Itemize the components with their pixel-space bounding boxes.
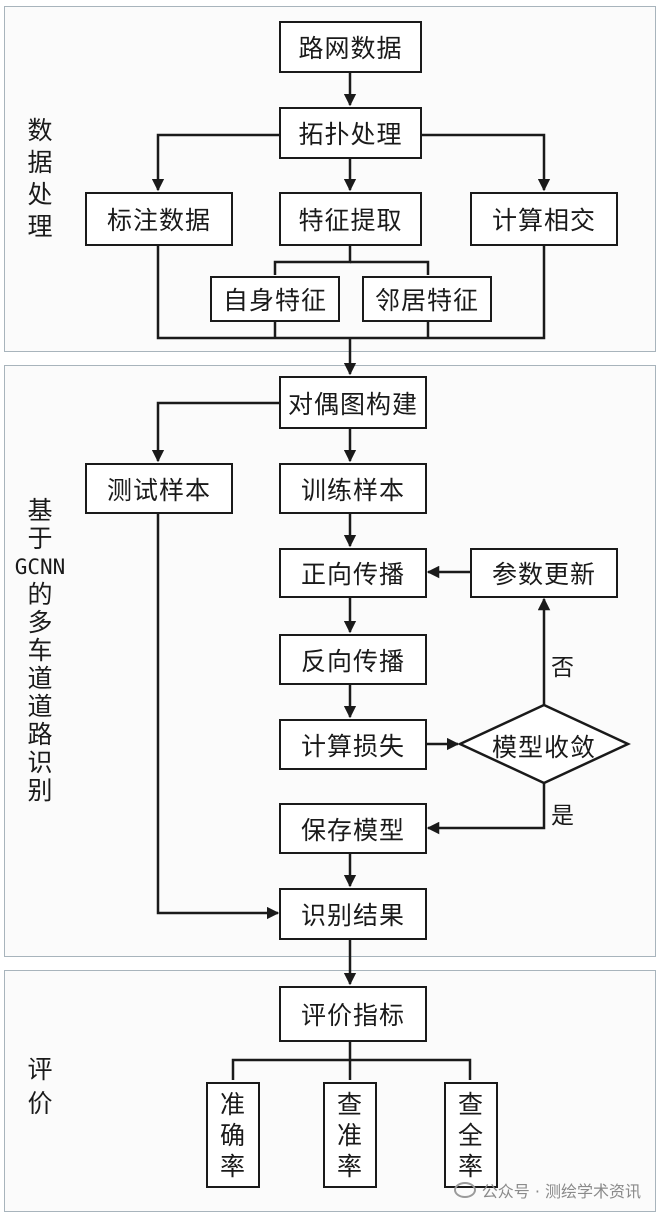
watermark-text: 公众号 · 测绘学术资讯 [481,1182,641,1201]
section-label-char: 路 [27,720,53,749]
node-result: 识别结果 [279,888,427,940]
section-label-char: 评 [27,1055,53,1084]
metric-char: 率 [219,1151,246,1181]
edge-label-yes: 是 [551,803,574,829]
node-recall: 查全率 [444,1082,498,1188]
node-save-model: 保存模型 [279,803,427,854]
section-label-char: 的 [27,580,53,609]
node-neighbor-feature: 邻居特征 [362,276,492,322]
watermark: 公众号 · 测绘学术资讯 [453,1178,641,1202]
section-label-char: 据 [27,148,53,177]
node-compute-loss: 计算损失 [279,719,427,770]
node-dual-graph: 对偶图构建 [279,376,427,429]
metric-char: 确 [219,1120,246,1150]
node-road-data: 路网数据 [279,21,422,73]
node-eval-index: 评价指标 [279,986,427,1042]
metric-char: 率 [336,1151,363,1181]
node-self-feature: 自身特征 [210,276,340,322]
section-label-evaluation: 评价 [24,1053,56,1121]
wechat-icon [453,1182,476,1198]
node-param-update: 参数更新 [470,548,618,598]
metric-char: 准 [336,1120,363,1150]
node-topology: 拓扑处理 [279,107,422,159]
node-train-samples: 训练样本 [279,463,427,514]
section-label-char: 车 [27,636,53,665]
section-label-char: 处 [27,180,53,209]
node-precision: 查准率 [323,1082,377,1188]
section-label-char: 基 [27,496,53,525]
node-model-converge: 模型收敛 [491,733,596,762]
section-label-char: 道 [27,664,53,693]
section-label-char: 理 [27,212,53,241]
section-label-char: 识 [27,748,53,777]
edge-label-no: 否 [551,655,574,681]
section-label-char: 别 [27,776,53,805]
node-compute-intersect: 计算相交 [470,192,618,246]
metric-char: 查 [457,1089,484,1119]
metric-char: 查 [336,1089,363,1119]
node-feature-extract: 特征提取 [279,192,422,246]
section-label-char: GCNN [14,555,66,579]
section-label-char: 数 [27,116,53,145]
metric-char: 全 [457,1120,484,1150]
section-label-data-processing: 数据处理 [24,115,56,243]
node-accuracy: 准确率 [206,1082,260,1188]
section-label-line-1: 数据处理 [24,115,56,243]
node-backward-prop: 反向传播 [279,634,427,685]
section-label-char: 多 [27,608,53,637]
metric-char: 准 [219,1089,246,1119]
node-label-data: 标注数据 [85,192,233,246]
section-label-char: 于 [27,524,53,553]
section-label-char: 道 [27,692,53,721]
metric-char: 率 [457,1151,484,1181]
section-label-char: 价 [27,1089,53,1118]
node-test-samples: 测试样本 [85,463,233,514]
node-forward-prop: 正向传播 [279,548,427,598]
